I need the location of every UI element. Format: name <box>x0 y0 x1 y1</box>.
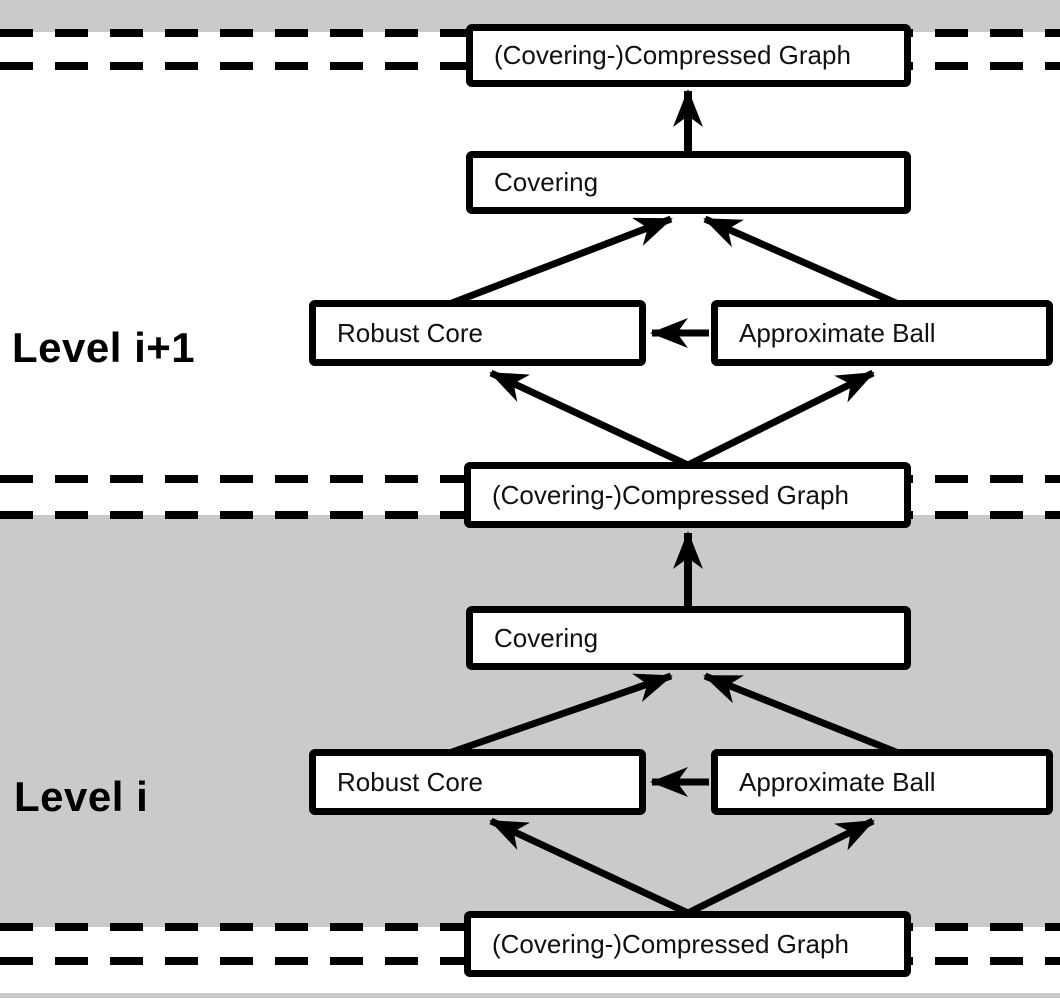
level-label-i: Level i <box>14 773 149 820</box>
arrow-compressed-graph-to-approximate-ball-i1 <box>686 369 875 469</box>
node-robust-core-level-i: Robust Core <box>309 749 646 815</box>
node-label: Covering <box>494 167 599 197</box>
node-label: Robust Core <box>337 766 483 797</box>
arrow-approximate-ball-to-covering-i <box>703 672 898 756</box>
node-compressed-graph-top: (Covering-)Compressed Graph <box>466 24 911 87</box>
node-approximate-ball-level-i1: Approximate Ball <box>711 300 1053 366</box>
level-i-background-band <box>0 515 1060 927</box>
arrow-robust-core-to-covering-i1 <box>450 215 673 307</box>
node-compressed-graph-bottom: (Covering-)Compressed Graph <box>464 911 911 977</box>
arrow-compressed-graph-to-robust-core-i1 <box>489 369 690 469</box>
lower-level-background-band <box>0 993 1060 998</box>
node-label: (Covering-)Compressed Graph <box>492 928 849 959</box>
node-compressed-graph-middle: (Covering-)Compressed Graph <box>464 462 911 528</box>
arrow-compressed-graph-to-approximate-ball-i <box>686 817 875 917</box>
level-label-i-plus-1: Level i+1 <box>12 324 196 371</box>
node-label: (Covering-)Compressed Graph <box>494 40 851 70</box>
node-covering-level-i1: Covering <box>466 151 911 214</box>
arrow-approximate-ball-to-covering-i1 <box>703 215 898 307</box>
node-label: Approximate Ball <box>739 766 936 797</box>
arrow-robust-core-to-covering-i <box>450 672 673 756</box>
node-label: Approximate Ball <box>739 317 936 348</box>
node-robust-core-level-i1: Robust Core <box>309 300 646 366</box>
node-covering-level-i: Covering <box>466 606 911 670</box>
node-label: (Covering-)Compressed Graph <box>492 479 849 510</box>
node-label: Robust Core <box>337 317 483 348</box>
arrow-compressed-graph-to-robust-core-i <box>489 817 690 917</box>
node-label: Covering <box>494 622 599 653</box>
node-approximate-ball-level-i: Approximate Ball <box>711 749 1053 815</box>
